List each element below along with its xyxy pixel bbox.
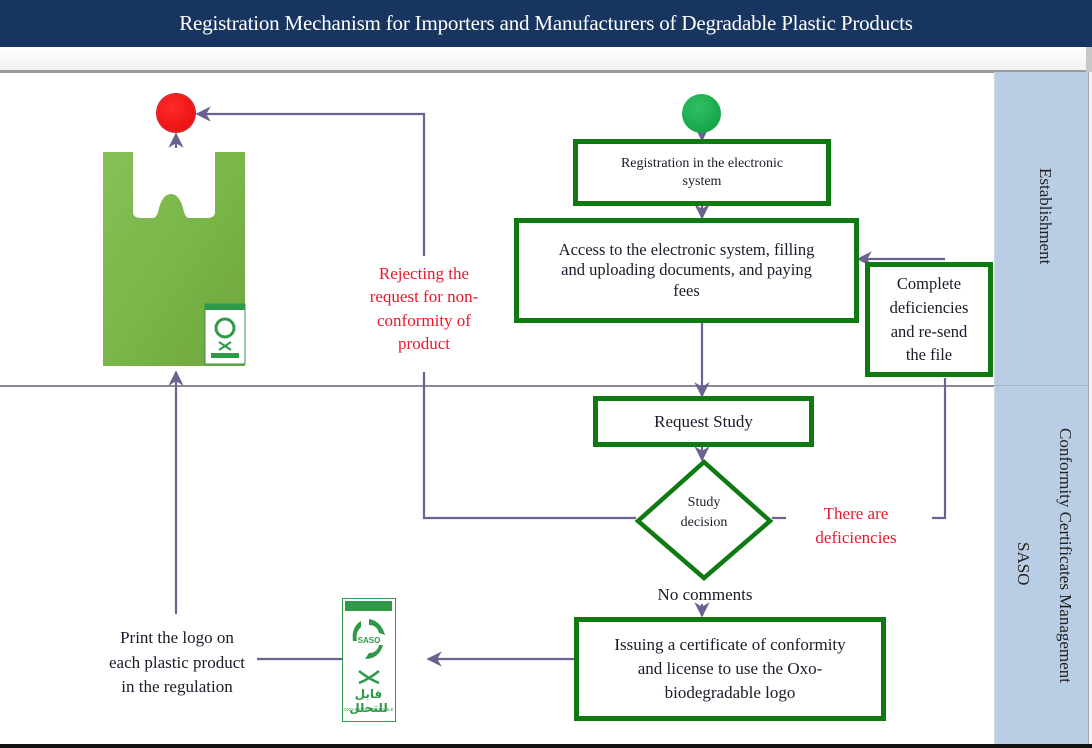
right-scroll-edge	[1088, 72, 1092, 748]
swimlane-header-column: Establishment Conformity Certificates Ma…	[994, 72, 1089, 748]
node-issuing-certificate[interactable]: Issuing a certificate of conformity and …	[574, 617, 886, 721]
logo-arabic-text: قابل للتحلل	[349, 687, 388, 715]
edge-label-reject: Rejecting the request for non- conformit…	[340, 262, 508, 356]
decision-line-1: Study	[687, 495, 721, 510]
request-study-label: Request Study	[654, 411, 753, 431]
access-line-2: and uploading documents, and paying	[561, 260, 812, 280]
connector-deficiencies-loop	[932, 378, 947, 520]
node-study-decision[interactable]: Study decision	[664, 493, 744, 534]
swimlane-divider-header	[994, 385, 1088, 386]
swimlane-divider	[0, 385, 994, 387]
diagram-title: Registration Mechanism for Importers and…	[179, 11, 913, 35]
registration-line-2: system	[682, 173, 722, 189]
connector-decision-reject	[422, 372, 636, 520]
registration-line-1: Registration in the electronic	[620, 156, 784, 171]
title-bar: Registration Mechanism for Importers and…	[0, 0, 1092, 47]
reject-line-3: conformity of	[377, 310, 471, 330]
start-circle-icon	[682, 94, 721, 133]
issuing-line-3: biodegradable logo	[664, 682, 796, 702]
node-request-study[interactable]: Request Study	[593, 396, 814, 447]
issuing-line-2: and license to use the Oxo-	[637, 659, 823, 679]
complete-line-2: deficiencies	[889, 297, 969, 317]
reject-line-1: Rejecting the	[378, 264, 470, 283]
reject-line-4: product	[398, 334, 450, 354]
access-line-1: Access to the electronic system, filling	[558, 239, 815, 259]
bag-logo-badge	[204, 303, 246, 365]
deficiencies-line-1: There are	[823, 504, 889, 523]
connector-reject-to-end	[195, 106, 426, 256]
recycle-icon: SASO	[352, 619, 385, 659]
no-comments-text: No comments	[657, 585, 753, 604]
crossed-swords-icon	[358, 670, 380, 685]
toolbar-strip	[0, 47, 1086, 73]
lane-label-saso: SASO	[1014, 542, 1033, 586]
lane-label-conformity-management: Conformity Certificates Management	[1056, 428, 1075, 683]
complete-line-1: Complete	[896, 273, 962, 293]
node-print-logo[interactable]: Print the logo on each plastic product i…	[88, 626, 266, 700]
deficiencies-line-2: deficiencies	[815, 527, 897, 547]
edge-label-deficiencies: There are deficiencies	[796, 502, 916, 550]
complete-line-3: and re-send	[890, 321, 968, 341]
decision-diamond-shape	[634, 458, 774, 581]
issuing-line-1: Issuing a certificate of conformity	[614, 635, 846, 655]
end-circle-icon	[157, 94, 195, 132]
logo-caption: OXO-BIODEGRADABLE	[343, 707, 394, 712]
toolbar-edge	[1086, 47, 1092, 73]
logo-top-band	[345, 601, 392, 611]
bottom-border	[0, 744, 1092, 748]
access-line-3: fees	[673, 280, 700, 300]
print-line-1: Print the logo on	[120, 628, 234, 647]
edge-label-no-comments: No comments	[630, 583, 780, 607]
lane-label-establishment: Establishment	[1036, 168, 1055, 265]
node-access-system[interactable]: Access to the electronic system, filling…	[514, 218, 859, 323]
node-registration[interactable]: Registration in the electronic system	[573, 139, 831, 206]
reject-line-2: request for non-	[369, 287, 479, 307]
green-plastic-bag-image	[103, 152, 246, 366]
logo-saso-label: SASO	[358, 636, 381, 645]
decision-line-2: decision	[680, 515, 728, 531]
print-line-3: in the regulation	[121, 677, 233, 697]
print-line-2: each plastic product	[109, 652, 245, 672]
complete-line-4: the file	[905, 345, 953, 365]
saso-oxo-biodegradable-logo: SASO قابل للتحلل OXO-BIODEGRADABLE	[342, 598, 396, 722]
node-complete-deficiencies[interactable]: Complete deficiencies and re-send the fi…	[865, 262, 993, 377]
